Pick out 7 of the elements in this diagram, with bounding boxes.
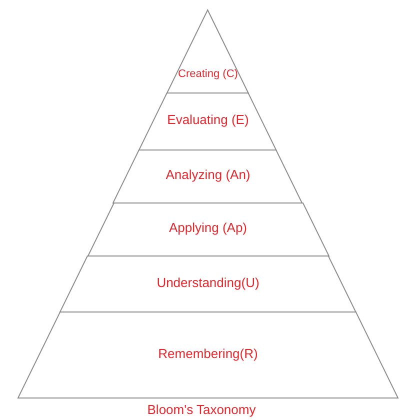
tier-label: Analyzing (An)	[166, 168, 250, 181]
caption: Bloom's Taxonomy	[147, 402, 256, 417]
tier-label: Remembering(R)	[158, 346, 258, 360]
tier-label: Understanding(U)	[156, 276, 260, 288]
tier-label: Applying (Ap)	[168, 221, 248, 234]
tier-label: Creating (C)	[178, 69, 238, 80]
tier-label: Evaluating (E)	[167, 113, 249, 126]
